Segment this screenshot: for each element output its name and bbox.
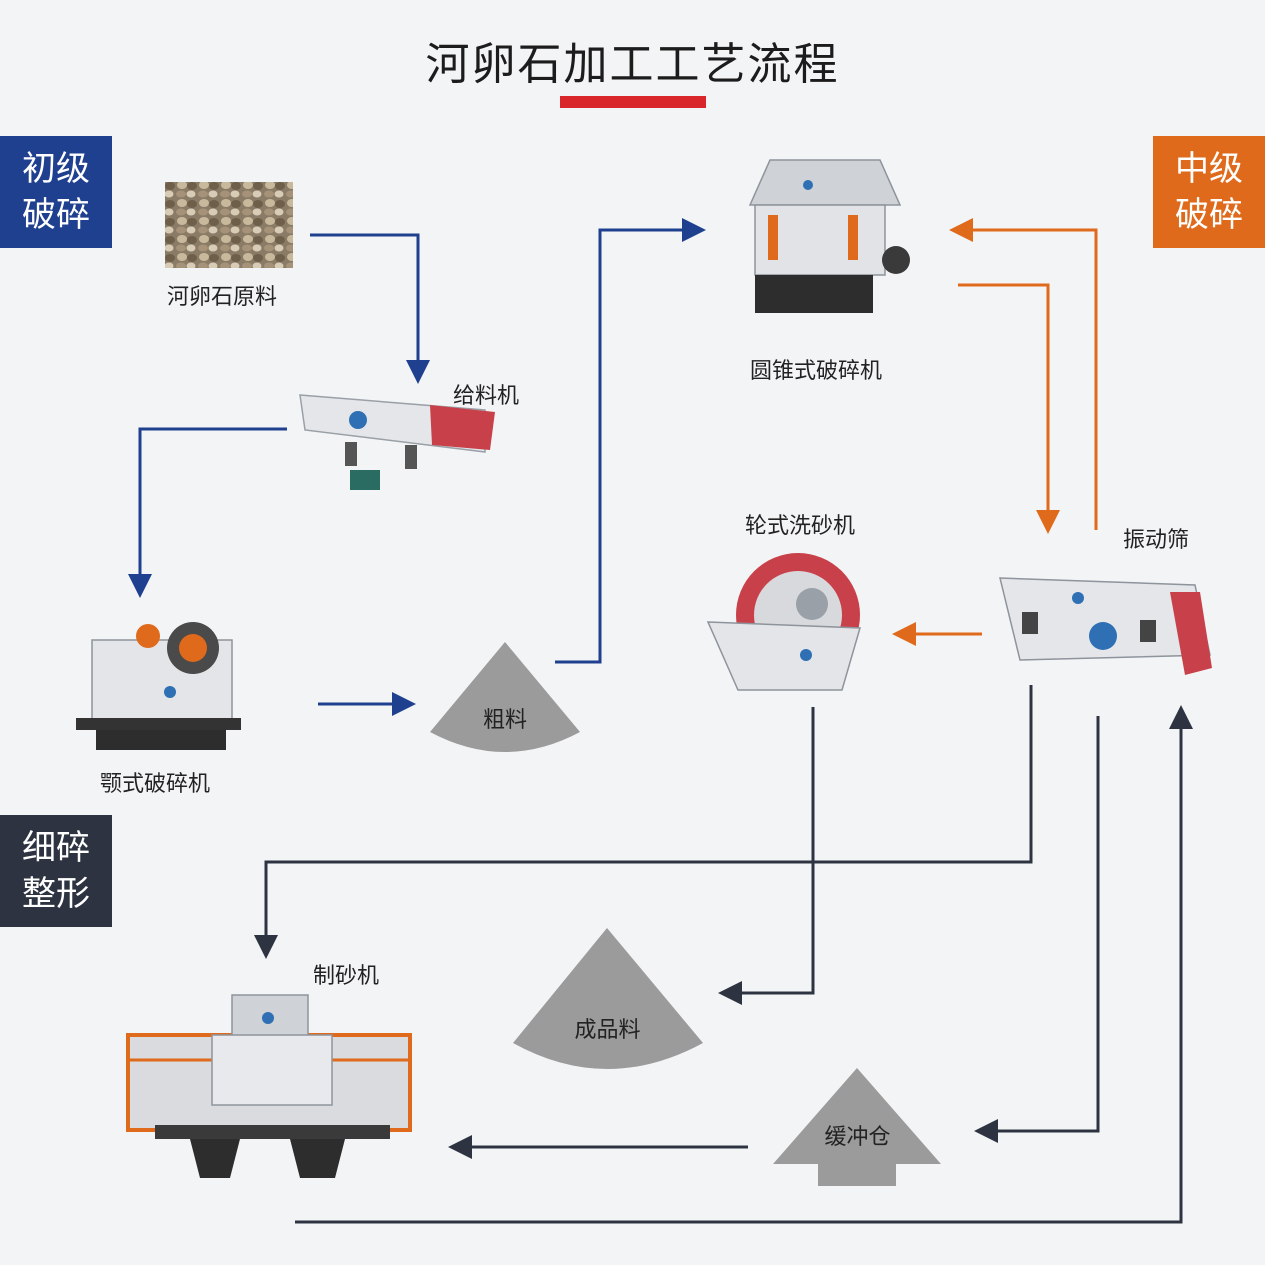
page-title: 河卵石加工工艺流程 [425,39,840,90]
vibrating-feeder-icon [299,394,495,490]
stage-secondary-line2: 破碎 [1175,195,1243,235]
stage-primary-line2: 破碎 [22,195,90,235]
jaw-crusher-icon [76,622,241,750]
arrow-washer-to-finished [718,707,815,1005]
raw-material-label: 河卵石原料 [167,285,278,310]
secondary-flow-arrows [892,218,1098,646]
stage-fine-badge: 细碎 整形 [0,815,112,927]
arrow-screen-to-buffer [974,716,1100,1143]
arrow-coarse-to-cone [555,218,706,664]
arrow-screen-to-sand-maker [254,685,1033,959]
vibrating-screen-label: 振动筛 [1123,528,1190,553]
pebble-photo [165,182,293,268]
vibrating-screen-icon [999,577,1212,675]
buffer-bin-shape [773,1068,941,1186]
stage-primary-badge: 初级 破碎 [0,136,112,248]
fine-flow-arrows [254,685,1193,1224]
stage-fine-line2: 整形 [22,874,90,914]
finished-pile-shape [513,928,703,1069]
arrow-feeder-to-jaw [128,427,287,598]
wheel-sand-washer-icon [706,553,861,691]
cone-crusher-label: 圆锥式破碎机 [750,359,883,384]
buffer-bin-label: 缓冲仓 [824,1125,891,1150]
arrow-raw-to-feeder [310,233,430,384]
arrow-cone-to-screen [958,283,1060,534]
stage-secondary-line1: 中级 [1175,149,1243,189]
stage-secondary-badge: 中级 破碎 [1153,136,1265,248]
finished-pile-label: 成品料 [574,1018,641,1043]
coarse-pile-label: 粗料 [482,708,527,733]
arrow-screen-to-cone [949,218,1098,530]
sand-maker-label: 制砂机 [313,964,380,989]
primary-flow-arrows [128,218,706,716]
title-underline [560,96,706,108]
feeder-label: 给料机 [453,384,520,409]
coarse-pile-shape [430,642,580,752]
arrow-sand-maker-to-screen [295,705,1193,1224]
sand-washer-label: 轮式洗砂机 [745,514,856,539]
stage-primary-line1: 初级 [22,149,90,189]
jaw-crusher-label: 颚式破碎机 [100,772,211,797]
sand-making-machine-icon [126,994,412,1178]
stage-fine-line1: 细碎 [22,828,90,868]
cone-crusher-icon [748,159,910,313]
